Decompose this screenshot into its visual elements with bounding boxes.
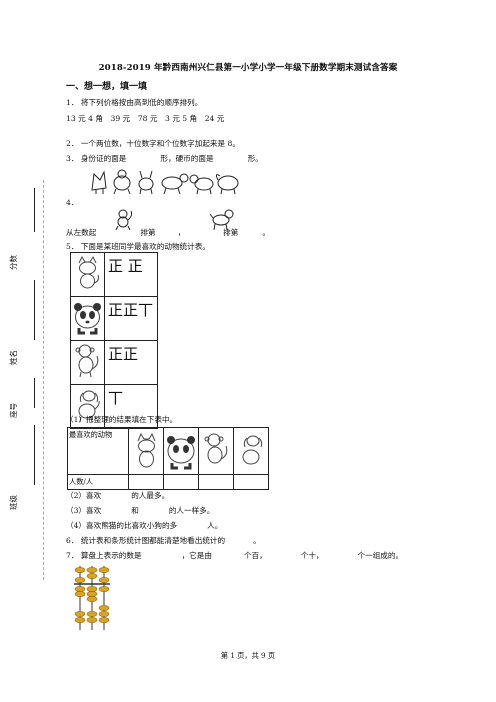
tally-animal-cell bbox=[70, 296, 105, 341]
cat-icon bbox=[137, 432, 156, 468]
count-cell[interactable] bbox=[128, 474, 164, 490]
animal-sketch-icon bbox=[189, 174, 214, 195]
question-3-part-c: 形。 bbox=[247, 154, 263, 163]
question-4-part-c: ， bbox=[177, 228, 186, 237]
animal-sketch-icon bbox=[113, 169, 131, 195]
table-row: 丅 bbox=[70, 384, 158, 429]
score-underline bbox=[34, 188, 35, 232]
dog-icon bbox=[78, 390, 100, 423]
panda-icon bbox=[167, 436, 195, 470]
question-4-part-e: 。 bbox=[262, 228, 270, 237]
question-2: 2． 一个两位数，十位数字和个位数字加起来是 8。 bbox=[66, 139, 240, 148]
question-5-sub-2-part-b: 的人最多。 bbox=[131, 491, 170, 500]
animal-sketch-icon bbox=[138, 170, 154, 195]
question-5-sub-2-part-a: （2）喜欢 bbox=[66, 491, 102, 500]
tally-marks: 正正丅 bbox=[104, 296, 158, 341]
table-row: 正 正 bbox=[70, 252, 158, 297]
table-row: 人数/人 bbox=[67, 474, 269, 490]
question-4-part-a: 从左数起 bbox=[66, 228, 97, 237]
question-7-part-b: ，它是由 bbox=[181, 551, 212, 560]
dog-sketch-icon bbox=[209, 209, 234, 230]
section-heading: 一、想一想，填一填 bbox=[66, 82, 148, 92]
binding-margin: 分数 姓名 座号 班级 bbox=[8, 180, 48, 600]
question-1: 1． 将下列价格按由高到低的顺序排列。 bbox=[66, 98, 203, 107]
stats-animal-cell bbox=[198, 427, 234, 475]
monkey-sketch-icon bbox=[115, 209, 133, 230]
stats-animal-cell bbox=[233, 427, 269, 475]
animal-row-image bbox=[91, 169, 239, 195]
question-5-sub-4-part-b: 人。 bbox=[207, 521, 223, 530]
question-4-number: 4． bbox=[66, 198, 79, 207]
question-7-part-c: 个百， bbox=[243, 551, 267, 560]
count-cell[interactable] bbox=[163, 474, 199, 490]
abacus-image bbox=[74, 566, 110, 630]
question-6-part-b: 。 bbox=[253, 536, 261, 545]
count-cell[interactable] bbox=[233, 474, 269, 490]
tally-animal-cell bbox=[70, 340, 105, 385]
question-5-sub-2: （2）喜欢 的人最多。 bbox=[66, 490, 169, 501]
question-5-sub-3-part-b: 和 bbox=[131, 506, 139, 515]
tally-marks: 正 正 bbox=[104, 252, 158, 297]
question-4: 从左数起 排第 ， 排第 。 bbox=[66, 227, 270, 238]
statistics-table: 最喜欢的动物 人数/人 bbox=[67, 427, 269, 490]
table-row: 最喜欢的动物 bbox=[67, 427, 269, 475]
dog-icon bbox=[242, 435, 263, 465]
question-5-sub-3-part-a: （3）喜欢 bbox=[66, 506, 102, 515]
name-underline bbox=[34, 280, 35, 340]
cat-icon bbox=[78, 255, 99, 289]
table-header-animal: 最喜欢的动物 bbox=[67, 427, 129, 475]
panda-icon bbox=[74, 303, 101, 335]
question-3-part-b: 形，硬币的面是 bbox=[160, 154, 214, 163]
class-label: 班级 bbox=[9, 495, 18, 510]
page-footer: 第 1 页，共 9 页 bbox=[220, 651, 276, 660]
page-title: 2018-2019 年黔西南州兴仁县第一小学小学一年级下册数学期末测试含答案 bbox=[98, 63, 398, 73]
tally-marks: 正正 bbox=[104, 340, 158, 385]
question-4-part-b: 排第 bbox=[140, 228, 156, 237]
seat-underline bbox=[34, 378, 35, 408]
count-cell[interactable] bbox=[198, 474, 234, 490]
score-label: 分数 bbox=[9, 255, 18, 270]
stats-animal-cell bbox=[163, 427, 199, 475]
question-3-part-a: 3． 身份证的面是 bbox=[66, 154, 127, 163]
question-5-sub-3-part-c: 的人一样多。 bbox=[168, 506, 215, 515]
binding-dashed-line bbox=[43, 180, 44, 580]
question-1-prices: 13 元 4 角 39 元 78 元 3 元 5 角 24 元 bbox=[66, 114, 225, 123]
question-7-part-a: 7． 算盘上表示的数是 bbox=[66, 551, 142, 560]
animal-sketch-icon bbox=[161, 173, 189, 195]
question-6: 6． 统计表和条形统计图都能清楚地看出统计的 。 bbox=[66, 535, 261, 546]
question-4-part-d: 排第 bbox=[223, 228, 239, 237]
question-7-part-e: 个一组成的。 bbox=[357, 551, 404, 560]
tally-animal-cell bbox=[70, 252, 105, 297]
animal-sketch-icon bbox=[215, 174, 239, 195]
monkey-icon bbox=[75, 344, 99, 378]
question-5-sub-3: （3）喜欢 和 的人一样多。 bbox=[66, 505, 214, 516]
tally-table: 正 正 正正丅 正正 丅 bbox=[70, 252, 158, 429]
animal-sketch-icon bbox=[91, 170, 107, 194]
question-6-part-a: 6． 统计表和条形统计图都能清楚地看出统计的 bbox=[66, 536, 226, 545]
question-7-part-d: 个十， bbox=[300, 551, 324, 560]
seat-label: 座号 bbox=[9, 403, 18, 418]
question-5-sub-4: （4）喜欢熊猫的比喜欢小狗的多 人。 bbox=[66, 520, 222, 531]
question-5-sub-1: （1）把整理的结果填在下表中。 bbox=[66, 415, 178, 424]
question-3: 3． 身份证的面是 形，硬币的面是 形。 bbox=[66, 153, 263, 164]
class-underline bbox=[34, 425, 35, 485]
monkey-icon bbox=[204, 433, 228, 464]
name-label: 姓名 bbox=[9, 350, 18, 365]
stats-animal-cell bbox=[128, 427, 164, 475]
table-row: 正正丅 bbox=[70, 296, 158, 341]
question-5: 5． 下面是某班同学最喜欢的动物统计表。 bbox=[66, 242, 210, 251]
table-row: 正正 bbox=[70, 340, 158, 385]
question-5-sub-4-part-a: （4）喜欢熊猫的比喜欢小狗的多 bbox=[66, 521, 178, 530]
question-7: 7． 算盘上表示的数是 ，它是由 个百， 个十， 个一组成的。 bbox=[66, 550, 403, 561]
table-header-count: 人数/人 bbox=[67, 474, 129, 490]
